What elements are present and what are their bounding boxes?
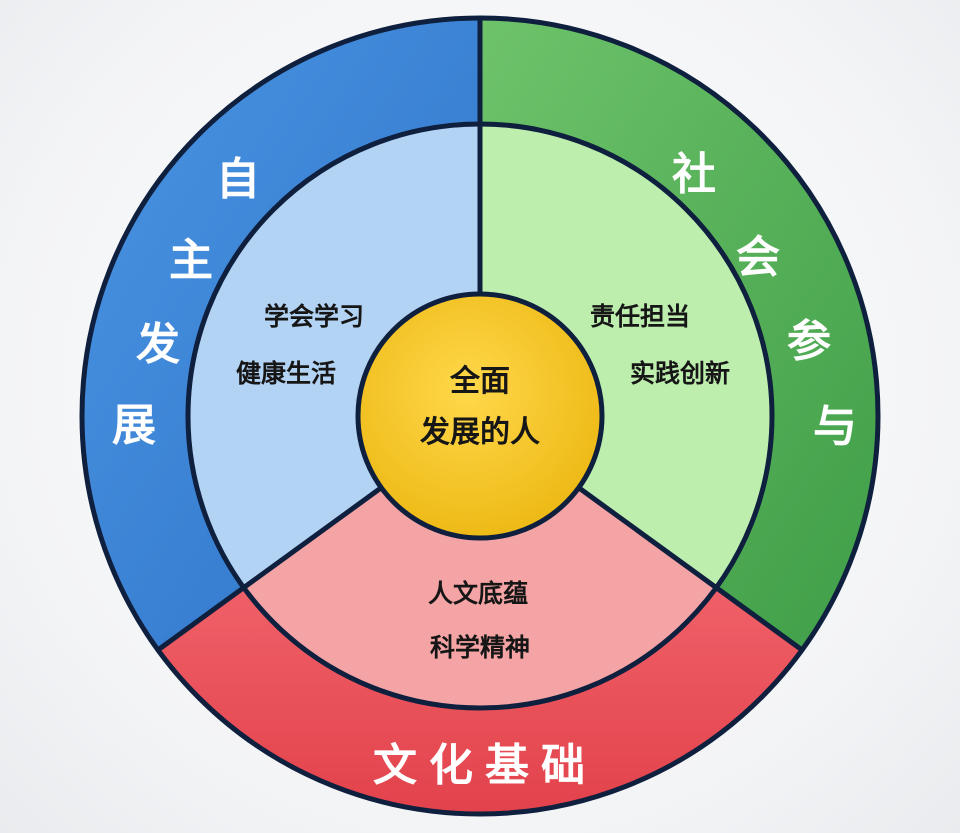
outer-char-social-3: 参 <box>787 316 831 367</box>
inner-sector-cultural-foundation <box>243 487 717 708</box>
inner-label-scientific-spirit: 科学精神 <box>430 633 530 662</box>
outer-char-autonomous-1: 自 <box>216 154 260 205</box>
core-label-line-2: 发展的人 <box>419 415 540 450</box>
outer-char-autonomous-3: 发 <box>136 319 180 370</box>
core-circle <box>355 291 605 541</box>
outer-ring-border <box>79 15 881 817</box>
outer-char-autonomous-2: 主 <box>169 235 213 286</box>
outer-sector-autonomous-development <box>81 17 480 650</box>
inner-label-practice-innovation: 实践创新 <box>630 359 730 388</box>
divider-line-lower-right <box>577 485 804 652</box>
outer-sector-cultural-foundation <box>158 587 802 815</box>
inner-label-healthy-living: 健康生活 <box>236 359 336 388</box>
outer-char-social-4: 与 <box>813 401 857 452</box>
inner-label-learn-to-learn: 学会学习 <box>264 302 364 331</box>
middle-ring-border <box>185 121 775 711</box>
divider-line-lower-left <box>156 485 383 652</box>
inner-sector-social-participation <box>480 124 772 588</box>
outer-char-cultural-3: 基 <box>485 740 529 791</box>
core-label-line-1: 全面 <box>449 364 510 399</box>
inner-label-responsibility: 责任担当 <box>590 302 690 331</box>
inner-label-humanistic-heritage: 人文底蕴 <box>428 579 528 608</box>
outer-char-cultural-4: 础 <box>541 740 585 791</box>
outer-char-cultural-1: 文 <box>373 740 417 791</box>
outer-char-social-1: 社 <box>672 149 716 200</box>
outer-char-social-2: 会 <box>736 232 780 283</box>
outer-char-cultural-2: 化 <box>429 740 473 791</box>
outer-char-autonomous-4: 展 <box>112 400 156 451</box>
inner-sector-autonomous-development <box>188 124 481 588</box>
outer-sector-social-participation <box>480 18 878 650</box>
